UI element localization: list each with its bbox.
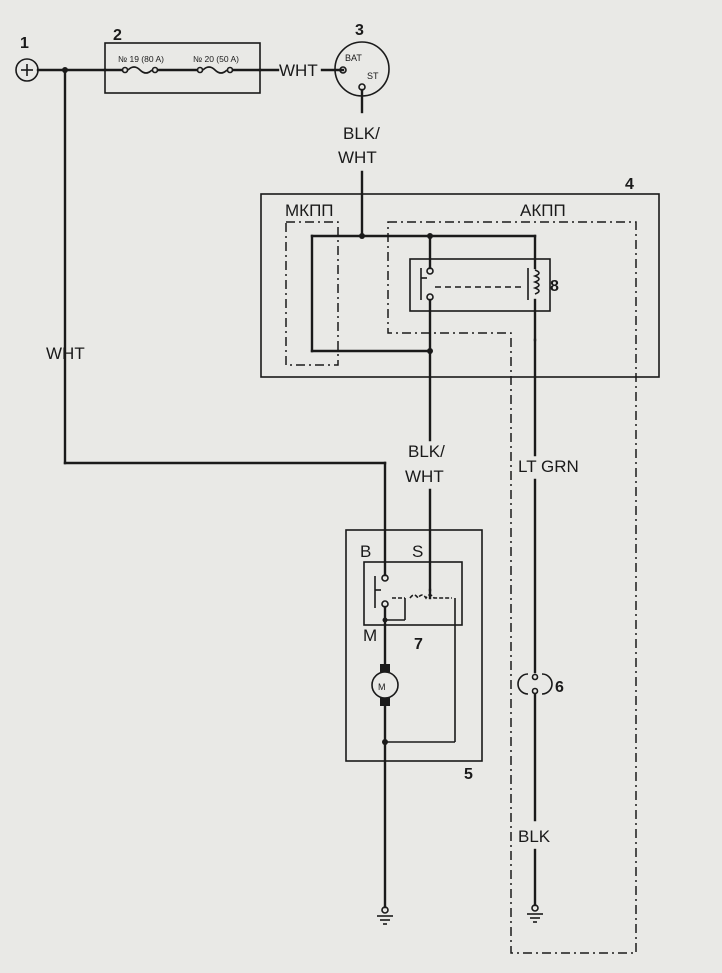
callout-8: 8	[550, 278, 559, 295]
wire-label-blk-wht-2b: WHT	[405, 467, 444, 486]
motor-icon	[371, 664, 399, 706]
wire-label-blk: BLK	[518, 827, 551, 846]
motor-label: M	[378, 682, 386, 692]
manual-trans-box	[285, 221, 339, 366]
fuse-box	[104, 42, 261, 94]
starter-label-b: B	[360, 542, 371, 561]
callout-7: 7	[414, 636, 423, 653]
wire-label-blk-wht-1b: WHT	[338, 148, 377, 167]
label-manual-transmission: МКПП	[285, 201, 334, 220]
ground-icon-2	[527, 904, 543, 923]
positive-terminal-icon	[15, 58, 39, 82]
starter-label-m: M	[363, 626, 377, 645]
callout-2: 2	[113, 27, 122, 44]
starter-label-s: S	[412, 542, 423, 561]
relay-coil-icon	[527, 268, 540, 300]
fuse-20-label: № 20 (50 A)	[193, 54, 239, 64]
solenoid-7	[363, 561, 463, 626]
starter-box	[345, 529, 483, 762]
fuse-icon	[103, 66, 262, 74]
callout-6: 6	[555, 679, 564, 696]
auto-trans-box	[387, 221, 637, 954]
fuse-19-label: № 19 (80 A)	[118, 54, 164, 64]
wire-label-lt-grn: LT GRN	[518, 457, 579, 476]
wire-label-wht-left: WHT	[46, 344, 85, 363]
switch-6-icon	[517, 673, 553, 695]
switch-icon	[420, 267, 434, 301]
relay-8	[409, 258, 551, 312]
terminal-st-label: ST	[367, 71, 379, 81]
wire-label-blk-wht-2a: BLK/	[408, 442, 445, 461]
callout-3: 3	[355, 22, 364, 39]
callout-4: 4	[625, 176, 634, 193]
relay-box	[260, 193, 660, 378]
wire-label-wht-top: WHT	[279, 61, 318, 80]
callout-1: 1	[20, 35, 29, 52]
callout-5: 5	[464, 766, 473, 783]
label-auto-transmission: АКПП	[520, 201, 566, 220]
terminal-bat-label: BAT	[345, 53, 362, 63]
wire-label-blk-wht-1a: BLK/	[343, 124, 380, 143]
ground-icon	[377, 906, 393, 925]
